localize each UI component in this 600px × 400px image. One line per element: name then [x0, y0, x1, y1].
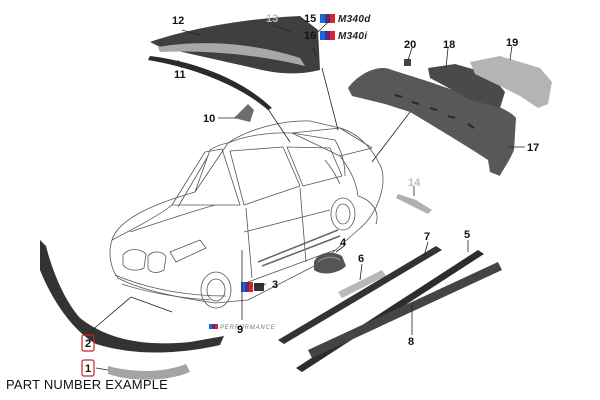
m340d-label: M340d — [338, 14, 371, 25]
part-8-side-skirt-3 — [308, 262, 502, 358]
rear-wheel — [330, 197, 356, 231]
part-6-side-strip — [338, 270, 386, 298]
callout-7: 7 — [424, 231, 430, 243]
callout-12: 12 — [172, 15, 184, 27]
front-wheel — [200, 271, 232, 309]
callout-6: 6 — [358, 253, 364, 265]
callout-5: 5 — [464, 229, 470, 241]
callout-17: 17 — [527, 142, 539, 154]
m340d-badge: M340d — [320, 14, 371, 25]
callout-1-box — [81, 359, 95, 377]
callout-3: 3 — [272, 279, 278, 291]
callout-16: 16 — [304, 30, 316, 42]
callout-11: 11 — [174, 69, 186, 81]
car-outline — [109, 120, 384, 304]
callout-19: 19 — [506, 37, 518, 49]
leader-lines — [89, 19, 525, 371]
part-number-caption: PART NUMBER EXAMPLE — [6, 377, 169, 392]
m340i-badge: M340i — [320, 31, 367, 42]
part-14-trim-light — [396, 194, 432, 214]
callout-8: 8 — [408, 336, 414, 348]
part-2-front-splitter — [40, 240, 224, 353]
callout-4: 4 — [340, 237, 347, 249]
performance-badge: PERFORMANCE — [209, 324, 276, 331]
callout-18: 18 — [443, 39, 455, 51]
part-3-m-badge — [241, 282, 264, 292]
callout-9: 9 — [237, 324, 243, 336]
part-20-clip — [404, 59, 411, 66]
part-17-rear-diffuser — [348, 68, 516, 176]
part-19-diffuser-light — [470, 56, 552, 108]
callout-1: 1 — [85, 363, 91, 375]
m340i-label: M340i — [338, 31, 367, 42]
callout-2: 2 — [85, 338, 91, 350]
callout-10: 10 — [203, 113, 215, 125]
callout-15: 15 — [304, 13, 316, 25]
part-11-trunk-lip — [148, 56, 272, 110]
callout-13: 13 — [266, 13, 278, 25]
part-7-side-skirt — [278, 246, 442, 344]
part-9-door-stripe — [257, 229, 341, 267]
performance-label: PERFORMANCE — [220, 325, 276, 331]
callout-14: 14 — [408, 177, 421, 189]
part-1-front-splitter-light — [108, 364, 190, 380]
part-17-vents — [394, 94, 475, 129]
part-4-mirror-cap — [314, 252, 346, 274]
part-10-mirror-cap — [234, 104, 254, 122]
callout-2-box — [81, 334, 95, 352]
part-13-spoiler-light — [158, 43, 305, 66]
callout-20: 20 — [404, 39, 416, 51]
